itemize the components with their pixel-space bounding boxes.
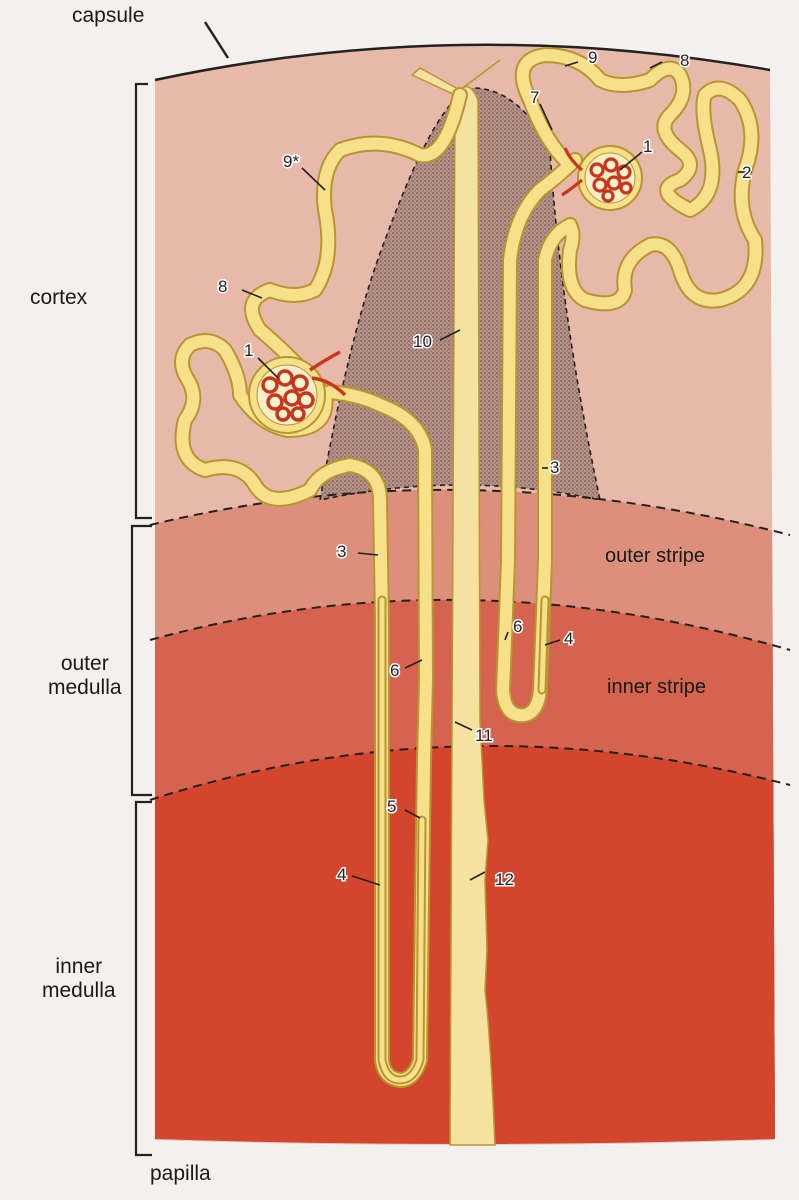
leader-lines: [241, 61, 752, 886]
right-tubule-fill: [497, 49, 762, 722]
capsule-pointer: [203, 21, 230, 59]
papilla-label: papilla: [150, 1162, 211, 1185]
label-left-thin-ascending: 5: [387, 797, 396, 816]
label-right-straight-proximal: 3: [550, 458, 559, 477]
left-thin-limb-fill: [379, 597, 425, 1083]
outer-medulla-bracket: [130, 524, 152, 797]
right-nephron: [495, 47, 764, 724]
label-left-thick-ascending: 6: [390, 661, 399, 680]
inner-medulla-bracket: [134, 800, 152, 1157]
label-right-distal-b: 8: [680, 51, 689, 70]
cortex-bracket: [134, 82, 152, 520]
outer-medulla-line1: outer: [60, 652, 109, 675]
collecting-duct: [410, 59, 501, 1146]
cortex-label: cortex: [30, 286, 88, 309]
collecting-duct-body: [410, 67, 496, 1146]
inner-medulla-line2: medulla: [42, 979, 116, 1002]
inner-stripe-label: inner stripe: [607, 676, 706, 698]
label-left-thin-descending: 4: [337, 865, 346, 884]
inner-medulla-label: inner medulla: [42, 955, 116, 1003]
right-glomerulus: [561, 145, 643, 211]
collecting-duct-branch: [459, 59, 501, 91]
left-nephron: [174, 87, 468, 1088]
label-right-distal-a: 9: [588, 48, 597, 67]
outer-medulla-label: outer medulla: [48, 652, 122, 700]
label-left-proximal-convoluted: 8: [218, 277, 227, 296]
capsule-label: capsule: [72, 4, 145, 27]
inner-medulla-line1: inner: [55, 955, 103, 978]
label-left-straight-proximal: 3: [337, 542, 346, 561]
label-right-thick-ascending: 6: [513, 617, 522, 636]
label-collecting-cortical: 10: [413, 332, 432, 351]
label-collecting-inner: 12: [495, 870, 514, 889]
left-glomerulus: [248, 350, 347, 434]
label-right-proximal: 2: [742, 163, 751, 182]
label-right-macula: 7: [530, 88, 539, 107]
capsule-line: [154, 43, 771, 82]
label-left-connecting: 9*: [283, 152, 299, 171]
label-right-thin-descending: 4: [564, 629, 573, 648]
outer-stripe-label: outer stripe: [605, 545, 706, 567]
region-brackets: [130, 82, 152, 1157]
label-collecting-outer: 11: [475, 726, 493, 745]
label-left-glomerulus: 1: [244, 341, 253, 360]
segment-numbers: 1 1 8 9* 9 8 7 2 10 11 12 3 6 5 4 3 6 4: [217, 47, 753, 891]
label-right-glomerulus: 1: [643, 137, 652, 156]
right-thin-limb-fill: [539, 597, 548, 693]
outer-medulla-line2: medulla: [48, 676, 122, 699]
